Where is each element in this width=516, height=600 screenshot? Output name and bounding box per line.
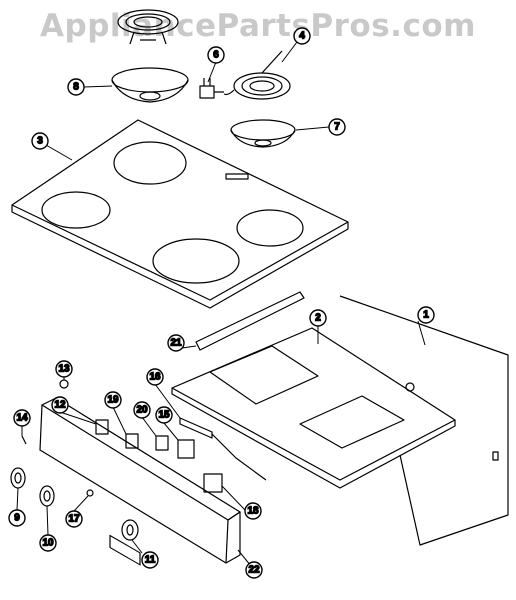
svg-text:19: 19 [107, 395, 119, 406]
svg-text:6: 6 [213, 50, 219, 61]
terminal-block-drawing [199, 78, 224, 99]
clip-drawing [21, 435, 27, 445]
bracket-strip-drawing [195, 291, 305, 351]
svg-text:22: 22 [248, 565, 260, 576]
callout-8: 8 [67, 78, 85, 96]
control-panel-drawing [39, 397, 241, 566]
screw-drawing [59, 379, 69, 389]
svg-text:15: 15 [158, 410, 170, 421]
switch-12-drawing [95, 419, 109, 435]
svg-text:10: 10 [42, 538, 54, 549]
callout-18: 18 [244, 502, 262, 520]
callout-12: 12 [51, 396, 69, 414]
harness-bracket-drawing [179, 417, 267, 481]
svg-text:13: 13 [58, 364, 70, 375]
svg-text:17: 17 [68, 514, 80, 525]
callout-10: 10 [39, 534, 57, 552]
svg-text:18: 18 [247, 506, 259, 517]
knob-11-drawing [121, 519, 139, 541]
oven-top-panel-drawing [171, 327, 456, 489]
knob-9-drawing [10, 467, 26, 489]
callout-16: 16 [146, 368, 164, 386]
svg-text:9: 9 [14, 513, 20, 524]
callout-1: 1 [417, 306, 435, 324]
callout-21: 21 [167, 334, 185, 352]
svg-text:1: 1 [423, 310, 429, 321]
callout-9: 9 [8, 509, 26, 527]
switch-19-drawing [125, 433, 139, 449]
svg-text:16: 16 [149, 372, 161, 383]
fastener-drawing [86, 489, 94, 497]
svg-text:7: 7 [334, 122, 340, 133]
callout-7: 7 [328, 118, 346, 136]
callout-2: 2 [309, 309, 327, 327]
svg-text:12: 12 [54, 400, 66, 411]
svg-text:14: 14 [16, 413, 28, 424]
callout-22: 22 [245, 561, 263, 579]
svg-text:11: 11 [145, 555, 156, 566]
svg-text:2: 2 [315, 313, 321, 324]
svg-text:21: 21 [170, 338, 182, 349]
callout-14: 14 [13, 409, 31, 427]
leader-lines [16, 41, 426, 567]
drip-bowl-large-drawing [111, 67, 189, 103]
relay-18-drawing [203, 473, 223, 493]
callout-20: 20 [133, 401, 151, 419]
callout-11: 11 [141, 551, 159, 569]
back-panel-drawing [339, 295, 509, 546]
top-surface-element-drawing [117, 9, 179, 45]
callout-13: 13 [55, 360, 73, 378]
switch-15-drawing [177, 439, 195, 459]
svg-text:20: 20 [136, 405, 148, 416]
coil-element-drawing [223, 50, 291, 100]
callout-15: 15 [155, 406, 173, 424]
switch-20-drawing [155, 435, 169, 451]
callout-3: 3 [31, 132, 49, 150]
drip-bowl-small-drawing [230, 119, 296, 148]
main-cooktop-drawing [11, 119, 349, 309]
callout-6: 6 [207, 46, 225, 64]
callout-17: 17 [65, 510, 83, 528]
svg-text:3: 3 [37, 136, 43, 147]
callout-19: 19 [104, 391, 122, 409]
svg-text:8: 8 [73, 82, 79, 93]
knob-10-drawing [39, 485, 55, 507]
callout-4: 4 [293, 27, 311, 45]
svg-text:4: 4 [299, 31, 305, 42]
